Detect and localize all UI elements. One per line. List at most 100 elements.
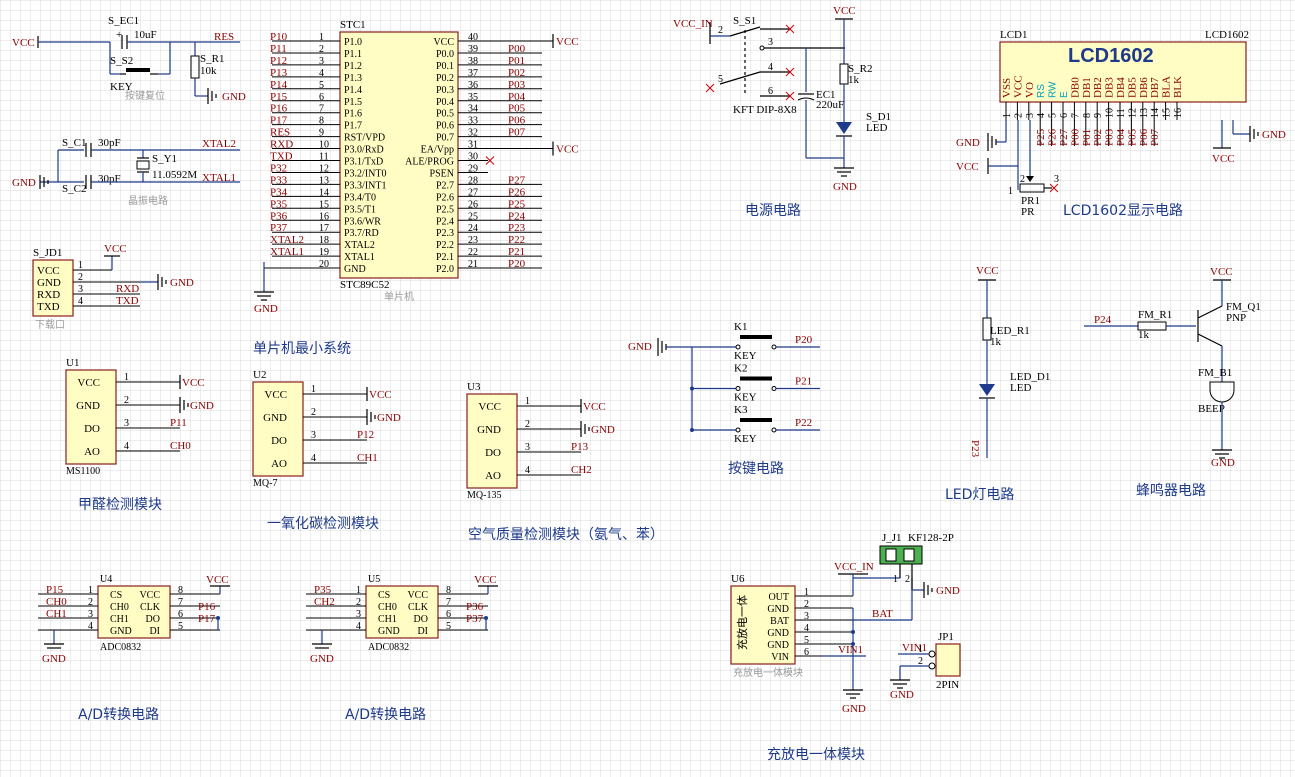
sensor-pin-name: AO — [84, 446, 100, 458]
mcu-pin-name: P0.5 — [436, 109, 454, 120]
mcu-pin-num: 33 — [468, 116, 478, 127]
led-r-val: 1k — [990, 336, 1002, 348]
mcu-pin-net: P35 — [270, 198, 288, 210]
mcu-pin-name: P2.5 — [436, 204, 454, 215]
mcu-pin-name: P0.2 — [436, 73, 454, 84]
mcu-pin-net: P03 — [508, 79, 526, 91]
sensor-pin-name: DO — [485, 447, 501, 459]
mcu-pin-net: P25 — [508, 198, 526, 210]
mcu-pin-net: P32 — [270, 162, 287, 174]
mcu-pin-num: 24 — [468, 223, 478, 234]
mcu-pin-name: ALE/PROG — [405, 157, 454, 168]
key-contact — [735, 344, 741, 350]
charger-bat: BAT — [872, 608, 893, 620]
sensor-body — [252, 381, 304, 477]
mcu-pin-num: 17 — [319, 223, 329, 234]
mcu-pin-num: 7 — [319, 104, 324, 115]
lcd-net: P07 — [1149, 128, 1161, 146]
mcu-pin-net: P37 — [270, 222, 288, 234]
adc-pin-num: 3 — [356, 609, 361, 620]
charger-pin-name: GND — [767, 640, 789, 651]
power-gnd: GND — [833, 181, 857, 193]
download-gnd: GND — [170, 277, 194, 289]
lcd-pin-num: 6 — [1059, 113, 1070, 118]
sensor-ref: U1 — [66, 357, 79, 369]
led-diode-icon — [979, 384, 995, 396]
caption-ad2: A/D转换电路 — [345, 706, 426, 723]
mcu-pin-num: 36 — [468, 80, 478, 91]
adc-pin-name: GND — [110, 626, 132, 637]
lcd-net: P05 — [1126, 128, 1138, 146]
mcu-part: STC89C52 — [340, 279, 390, 291]
key-net: P21 — [795, 376, 812, 388]
lcd-pins: VSS1VCC2VO3RS4P25RW5P26E6P27DB07P00DB18P… — [1001, 75, 1184, 146]
charger-jp-part: 2PIN — [936, 679, 959, 691]
mcu-pin-name: P0.0 — [436, 49, 454, 60]
sensor-pin-name: VCC — [264, 389, 287, 401]
charger-pin-num: 6 — [804, 647, 809, 658]
power-resistor-icon — [839, 63, 849, 85]
mcu-pin-num: 4 — [319, 68, 324, 79]
adc-pin-name: CH1 — [110, 614, 129, 625]
mcu-pin-name: P1.2 — [344, 61, 362, 72]
power-sw-pin: 4 — [768, 62, 773, 73]
charger-pin-num: 3 — [804, 611, 809, 622]
mcu-pin-name: P1.5 — [344, 97, 362, 108]
lcd-net: P25 — [1035, 128, 1047, 146]
sensor-net: VCC — [583, 401, 606, 413]
sensor-pin-num: 2 — [525, 419, 530, 430]
sensor-net: P13 — [571, 441, 589, 453]
mcu-pin-net: VCC — [556, 36, 579, 48]
mcu-pin-net: P10 — [270, 31, 288, 43]
buzzer-b-val: BEEP — [1198, 403, 1225, 415]
adc-pin-name: CS — [110, 590, 122, 601]
caption-mcu: 单片机最小系统 — [253, 341, 351, 357]
lcd-pin-name: VSS — [1001, 78, 1013, 98]
mcu-pin-num: 18 — [319, 235, 329, 246]
lcd-pin-name: BLA — [1161, 76, 1173, 98]
mcu-pin-net: VCC — [556, 144, 579, 156]
lcd-pr-val: PR — [1021, 206, 1035, 218]
lcd-pr-ref: PR1 — [1021, 195, 1040, 207]
lcd-pin-name: VCC — [1012, 75, 1024, 98]
reset-res-val: 10k — [200, 65, 217, 77]
lcd-pin-name: RS — [1036, 84, 1047, 98]
mcu-pin-net: P07 — [508, 127, 526, 139]
reset-gnd-label: GND — [222, 91, 246, 103]
lcd-pin-num: 8 — [1082, 113, 1093, 118]
mcu-pin-net: XTAL2 — [270, 234, 304, 246]
lcd-pot-pin: 3 — [1054, 174, 1059, 185]
mcu-pin-net: P05 — [508, 103, 526, 115]
download-txd: TXD — [116, 295, 139, 307]
download-pin-num: 4 — [78, 296, 83, 307]
adc-pin-num: 2 — [88, 597, 93, 608]
reset-key-icon — [126, 68, 150, 72]
adc-part: ADC0832 — [368, 642, 409, 653]
reset-cap-ref: S_EC1 — [108, 15, 139, 27]
adc-net: P35 — [314, 584, 332, 596]
caption-formaldehyde: 甲醛检测模块 — [78, 497, 162, 513]
key-ref: K2 — [734, 363, 747, 375]
adc-pin-name: DO — [414, 614, 428, 625]
charger-j-pin: 1 — [893, 574, 898, 585]
mcu-pin-num: 1 — [319, 32, 324, 43]
lcd-body — [999, 41, 1247, 103]
mcu-pin-num: 11 — [319, 152, 329, 163]
mcu-pin-num: 38 — [468, 56, 478, 67]
mcu-pin-name: P1.1 — [344, 49, 362, 60]
mcu-pin-name: P3.7/RD — [344, 228, 379, 239]
lcd-pin-num: 7 — [1070, 113, 1081, 118]
mcu-pin-net: RXD — [270, 139, 293, 151]
charger-j-ref: J_J1 — [882, 532, 902, 544]
lcd-pin-name: RW — [1048, 81, 1059, 98]
lcd-ref: LCD1 — [1000, 29, 1028, 41]
sensor-body — [65, 369, 117, 465]
adc-pin-name: CH0 — [378, 602, 397, 613]
lcd-pin-num: 15 — [1162, 108, 1173, 118]
lcd-pin-num: 12 — [1127, 108, 1138, 118]
lcd-pin-num: 4 — [1036, 113, 1047, 118]
mcu-pin-num: 16 — [319, 211, 329, 222]
crystal-net2: XTAL1 — [202, 172, 236, 184]
